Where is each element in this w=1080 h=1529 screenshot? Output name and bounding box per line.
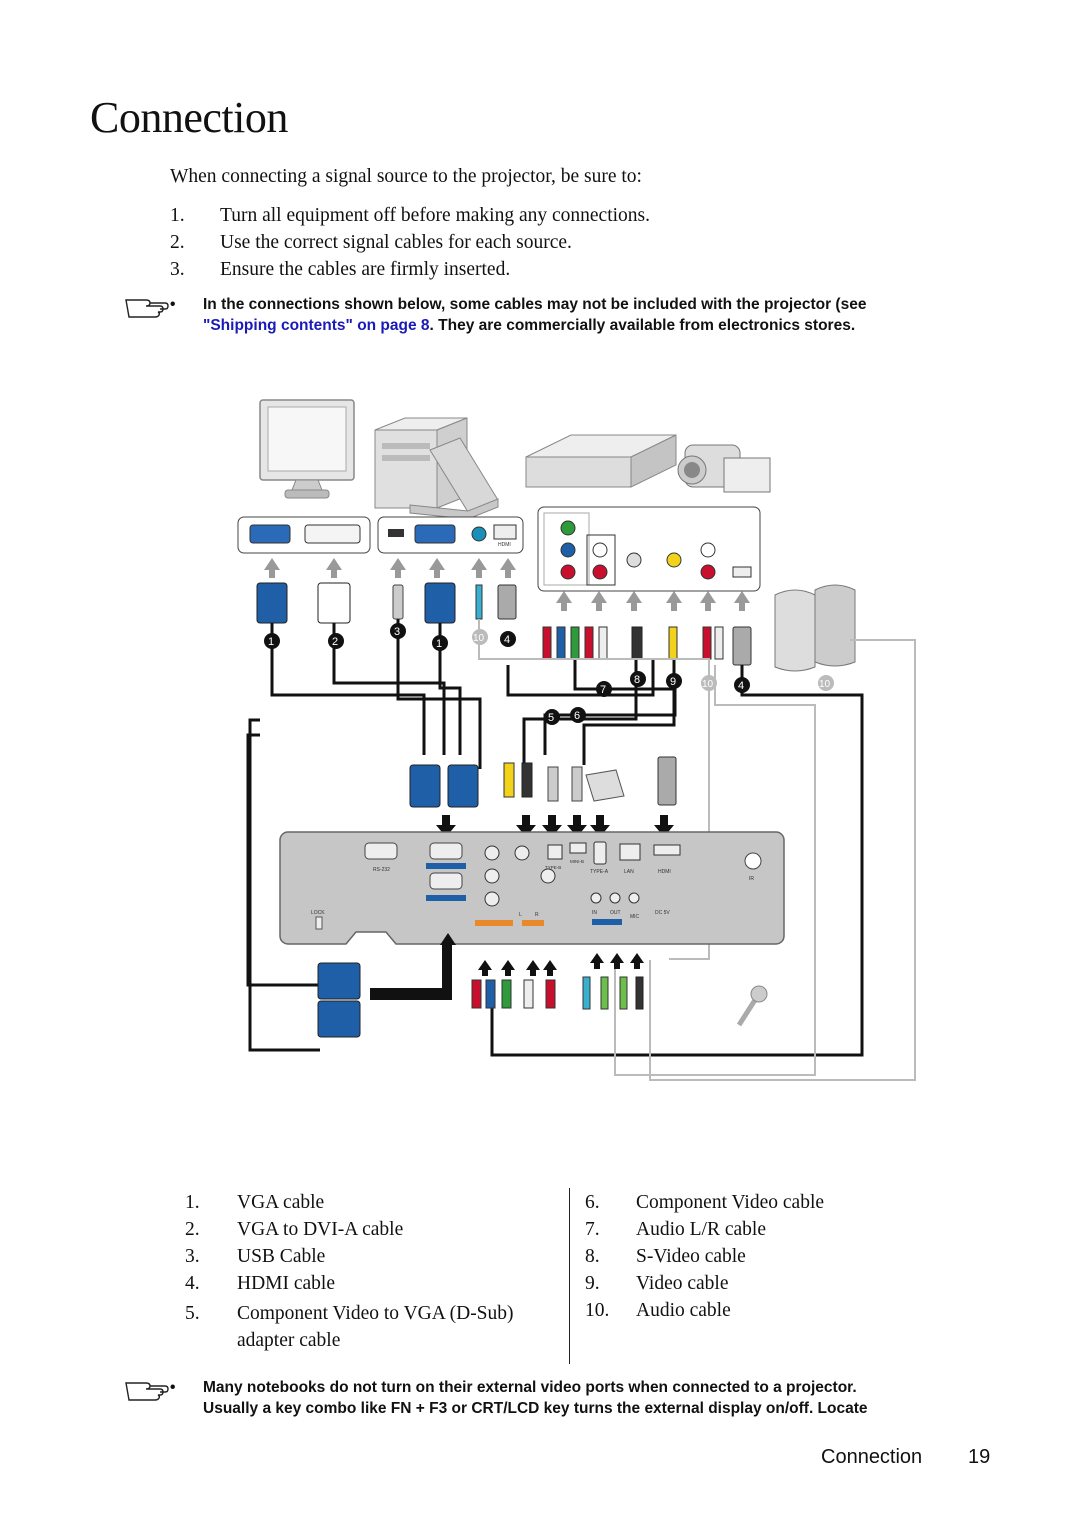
connection-diagram: HDMI bbox=[237, 399, 916, 1081]
legend-num: 7. bbox=[585, 1219, 600, 1240]
projector-rear-panel: RS-232 L R MINI-B TYPE-B TYPE-A LAN HDMI… bbox=[279, 831, 785, 945]
page-title: Connection bbox=[90, 93, 288, 142]
legend-num: 10. bbox=[585, 1300, 610, 1321]
legend-item: HDMI cable bbox=[237, 1273, 336, 1294]
svg-text:10: 10 bbox=[702, 679, 714, 690]
legend-item-continued: adapter cable bbox=[237, 1330, 341, 1351]
svg-text:L: L bbox=[519, 912, 522, 918]
svg-text:1: 1 bbox=[436, 638, 442, 650]
svg-text:8: 8 bbox=[634, 674, 640, 686]
legend-num: 3. bbox=[185, 1246, 200, 1267]
svg-text:2: 2 bbox=[332, 636, 338, 648]
dvd-player-device bbox=[525, 434, 677, 488]
svg-text:DC 5V: DC 5V bbox=[655, 910, 670, 916]
svg-text:4: 4 bbox=[738, 680, 744, 692]
legend-item: VGA to DVI-A cable bbox=[237, 1219, 404, 1240]
av-port-panel bbox=[537, 506, 761, 592]
svg-text:RS-232: RS-232 bbox=[373, 867, 390, 873]
svg-text:IR: IR bbox=[749, 876, 754, 882]
cable-number-badges: 1 2 3 1 10 4 7 8 9 10 4 10 5 6 bbox=[264, 623, 834, 725]
legend-num: 4. bbox=[185, 1273, 200, 1294]
laptop-device bbox=[409, 437, 499, 520]
monitor-device bbox=[259, 399, 355, 499]
svg-text:6: 6 bbox=[574, 710, 580, 722]
note-hand-icon bbox=[125, 299, 169, 318]
note-bullet: • bbox=[170, 296, 176, 313]
upper-arrows bbox=[264, 558, 750, 611]
svg-text:HDMI: HDMI bbox=[498, 542, 511, 548]
legend-num: 6. bbox=[585, 1192, 600, 1213]
note-text-line2: "Shipping contents" on page 8. They are … bbox=[203, 317, 856, 334]
svg-text:1: 1 bbox=[268, 636, 274, 648]
legend-num: 9. bbox=[585, 1273, 600, 1294]
svg-text:R: R bbox=[535, 912, 539, 918]
svg-text:MINI-B: MINI-B bbox=[570, 859, 584, 864]
legend-item: Video cable bbox=[636, 1273, 729, 1294]
svg-text:LOCK: LOCK bbox=[311, 910, 325, 916]
page-number: 19 bbox=[968, 1446, 991, 1468]
note-bullet: • bbox=[170, 1379, 176, 1396]
svg-text:HDMI: HDMI bbox=[658, 869, 671, 875]
note-text: In the connections shown below, some cab… bbox=[203, 296, 867, 313]
legend-num: 5. bbox=[185, 1303, 200, 1324]
svg-text:4: 4 bbox=[504, 634, 510, 646]
intro-text: When connecting a signal source to the p… bbox=[170, 166, 642, 187]
legend-item: Audio cable bbox=[636, 1300, 731, 1321]
note-hand-icon bbox=[125, 1382, 169, 1401]
svg-text:MIC: MIC bbox=[630, 914, 640, 920]
shipping-contents-link[interactable]: "Shipping contents" on page 8 bbox=[203, 317, 430, 334]
lower-arrows bbox=[370, 933, 644, 1000]
bottom-connectors bbox=[317, 962, 768, 1038]
svg-text:IN: IN bbox=[592, 910, 597, 916]
legend-item: USB Cable bbox=[237, 1246, 326, 1267]
lower-connectors bbox=[409, 756, 677, 808]
legend-item: VGA cable bbox=[237, 1192, 325, 1213]
legend-item: Component Video cable bbox=[636, 1192, 825, 1213]
note-text: Many notebooks do not turn on their exte… bbox=[203, 1379, 857, 1396]
speakers-device bbox=[774, 584, 856, 672]
svg-text:TYPE-B: TYPE-B bbox=[545, 865, 561, 870]
camcorder-device bbox=[677, 444, 771, 493]
svg-text:10: 10 bbox=[473, 633, 485, 644]
svg-text:5: 5 bbox=[548, 712, 554, 724]
svg-text:10: 10 bbox=[819, 679, 831, 690]
footer-section: Connection bbox=[821, 1446, 923, 1468]
svg-text:9: 9 bbox=[670, 676, 676, 688]
svg-text:OUT: OUT bbox=[610, 910, 621, 916]
svg-text:3: 3 bbox=[394, 626, 400, 638]
upper-connectors bbox=[256, 582, 752, 666]
pc-port-panel: HDMI bbox=[237, 516, 524, 554]
svg-text:LAN: LAN bbox=[624, 869, 634, 875]
legend-num: 1. bbox=[185, 1192, 200, 1213]
legend-item: Audio L/R cable bbox=[636, 1219, 766, 1240]
down-arrows bbox=[436, 815, 674, 837]
legend-num: 8. bbox=[585, 1246, 600, 1267]
svg-text:7: 7 bbox=[600, 684, 606, 696]
legend-item: S-Video cable bbox=[636, 1246, 746, 1267]
legend-num: 2. bbox=[185, 1219, 200, 1240]
note-text-line2: Usually a key combo like FN + F3 or CRT/… bbox=[203, 1400, 868, 1417]
svg-text:TYPE-A: TYPE-A bbox=[590, 869, 609, 875]
legend-divider bbox=[569, 1188, 570, 1364]
legend-item: Component Video to VGA (D-Sub) bbox=[237, 1303, 514, 1324]
